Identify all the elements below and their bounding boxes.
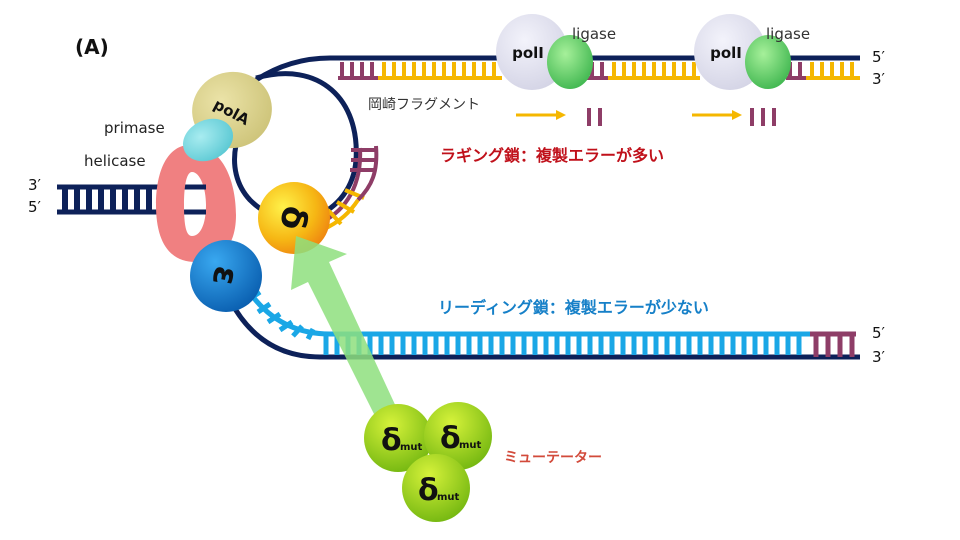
okazaki-arrow-2 <box>692 110 742 120</box>
okazaki-arrow-1 <box>516 110 566 120</box>
delta-mut-1 <box>364 404 432 472</box>
helicase-ring <box>156 145 236 262</box>
leading-strand <box>227 289 860 360</box>
delta-mut-2 <box>424 402 492 470</box>
lower-right-bottom-end: 3′ <box>872 348 886 366</box>
lagging-fragment-1 <box>378 62 502 80</box>
pol-i-label-2: polI <box>710 44 742 62</box>
ligase-label-1: ligase <box>572 25 616 43</box>
epsilon-polymerase <box>190 240 262 312</box>
delta-mut-2-symbol: δ <box>440 421 461 456</box>
primase-enzyme <box>182 118 234 162</box>
lagging-fragment-3 <box>806 62 860 80</box>
leading-primer <box>810 331 856 357</box>
leading-rungs <box>323 336 802 355</box>
ligase-enzyme-2 <box>745 35 791 89</box>
helicase-label: helicase <box>84 152 146 170</box>
lagging-fragment-2 <box>608 62 700 80</box>
left-bottom-end: 5′ <box>28 198 42 216</box>
delta-mut-3-symbol: δ <box>418 473 439 508</box>
okazaki-primer-small-2 <box>750 108 776 126</box>
helicase <box>156 145 236 262</box>
delta-polymerase <box>258 182 330 254</box>
mutator-cluster: δ mut δ mut δ mut <box>364 402 492 522</box>
delta-mut-3-sub: mut <box>437 492 460 503</box>
lower-right-top-end: 5′ <box>872 324 886 342</box>
delta-mut-3 <box>402 454 470 522</box>
mutator-arrow <box>291 236 404 434</box>
okazaki-primer-small-1 <box>587 108 602 126</box>
primase-label: primase <box>104 119 165 137</box>
ligase-label-2: ligase <box>766 25 810 43</box>
mutator-label: ミューテーター <box>504 450 602 466</box>
lagging-primer-1 <box>338 62 378 80</box>
panel-label: (A) <box>75 35 109 59</box>
pol-i-label-1: polI <box>512 44 544 62</box>
ligase-enzyme-1 <box>547 35 593 89</box>
leading-template-backbone <box>227 298 860 360</box>
left-top-end: 3′ <box>28 176 42 194</box>
okazaki-label: 岡崎フラグメント <box>368 97 480 113</box>
pol-i-ligase-group-1: polI ligase <box>496 14 616 90</box>
delta-mut-2-sub: mut <box>459 440 482 451</box>
delta-mut-1-symbol: δ <box>381 423 402 458</box>
pol-i-ligase-group-2: polI ligase <box>694 14 810 90</box>
leading-caption: リーディング鎖：複製エラーが少ない <box>438 298 709 317</box>
delta-mut-1-sub: mut <box>400 442 423 453</box>
lagging-loop <box>232 71 359 223</box>
upper-right-bottom-end: 3′ <box>872 70 886 88</box>
upper-right-top-end: 5′ <box>872 48 886 66</box>
lagging-caption: ラギング鎖：複製エラーが多い <box>440 146 664 165</box>
